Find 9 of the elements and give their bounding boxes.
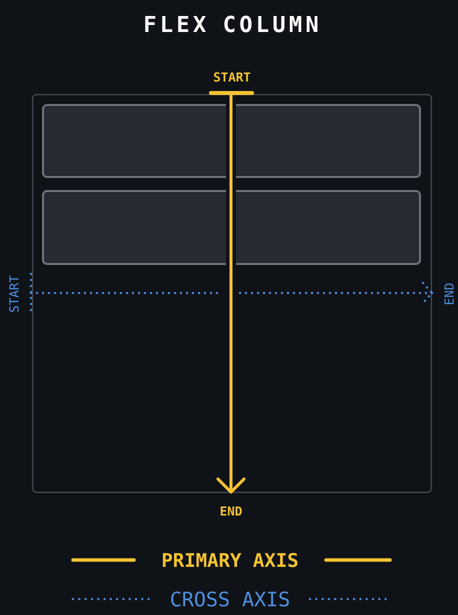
axis-label: START [214,72,250,82]
legend-label: PRIMARY AXIS [162,552,298,568]
title: FLEX COLUMN [145,16,318,32]
item-box [42,190,421,265]
axis-label: END [444,284,454,304]
item-box [42,104,421,178]
axis-label: START [9,275,19,312]
axis-label: END [220,506,242,516]
legend-label: CROSS AXIS [171,591,289,607]
